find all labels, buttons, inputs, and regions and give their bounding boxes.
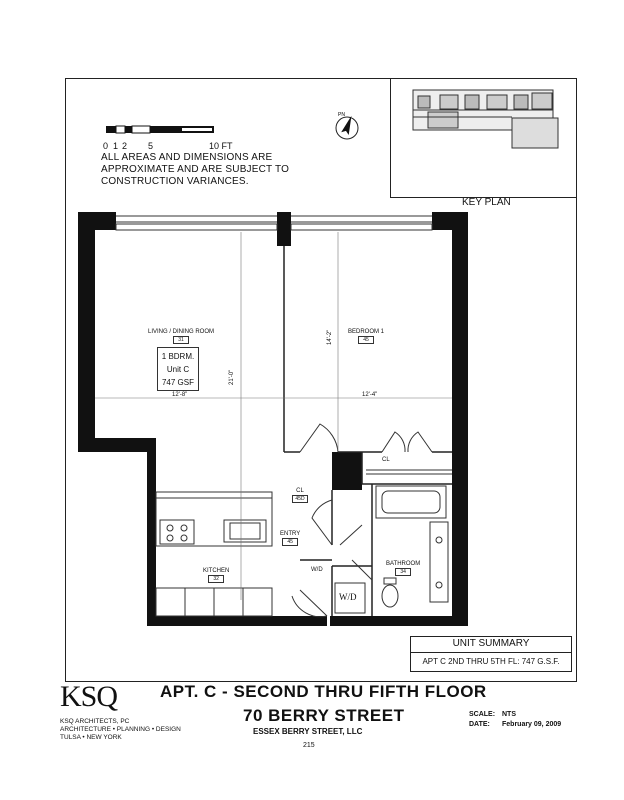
firm-line-2: ARCHITECTURE • PLANNING • DESIGN (60, 726, 181, 733)
drawing-sheet-border (65, 78, 577, 682)
graphic-scale-bar (106, 125, 214, 134)
room-name: CL (296, 488, 304, 494)
room-label-bathroom: BATHROOM 34 (386, 561, 420, 576)
unit-tag-line-1: 1 BDRM. (161, 352, 195, 361)
room-name: KITCHEN (203, 568, 230, 574)
room-number: 31 (173, 336, 189, 344)
room-name: LIVING / DINING ROOM (148, 329, 215, 335)
room-label-bedroom: BEDROOM 1 45 (348, 329, 384, 344)
washer-dryer-icon (334, 582, 366, 614)
room-name: ENTRY (280, 531, 301, 537)
room-number: 34 (395, 568, 412, 576)
room-label-living: LIVING / DINING ROOM 31 (148, 329, 214, 344)
scale-key: SCALE: (469, 711, 496, 718)
kitchen-counters (155, 491, 273, 617)
date-key: DATE: (469, 721, 490, 728)
room-number: 45 (358, 336, 374, 344)
room-number: 45 (282, 538, 299, 546)
room-label-kitchen: KITCHEN 32 (203, 568, 229, 583)
disclaimer-line-2: APPROXIMATE AND ARE SUBJECT TO (101, 164, 290, 175)
dimension-lines (95, 232, 452, 600)
bathroom-fixtures (375, 485, 449, 608)
unit-tag-line-2: Unit C (166, 365, 190, 374)
firm-info: KSQ ARCHITECTS, PC ARCHITECTURE • PLANNI… (60, 718, 181, 742)
firm-line-1: KSQ ARCHITECTS, PC (60, 718, 130, 725)
closet-rod (366, 469, 452, 475)
drawing-title: APT. C - SECOND THRU FIFTH FLOOR (160, 682, 487, 701)
drawing-address: 70 BERRY STREET (243, 706, 405, 725)
title-meta: SCALE: NTS DATE: February 09, 2009 (469, 710, 561, 730)
page-number: 215 (303, 742, 315, 749)
room-name: BEDROOM 1 (348, 329, 385, 335)
dimension-bedroom-width: 12'-4" (362, 392, 378, 398)
disclaimer-line-1: ALL AREAS AND DIMENSIONS ARE (101, 152, 273, 163)
windows (115, 215, 433, 231)
unit-tag-line-3: 747 GSF (161, 378, 194, 387)
room-label-closet-bed: CL (382, 457, 390, 463)
dimension-bedroom-height: 14'-2" (327, 329, 333, 345)
scale-tick-10: 10 FT (209, 141, 233, 151)
key-plan-label: KEY PLAN (462, 197, 511, 208)
unit-summary-row: APT C 2ND THRU 5TH FL: 747 G.S.F. (422, 657, 560, 666)
disclaimer-line-3: CONSTRUCTION VARIANCES. (101, 176, 249, 187)
room-number: 45D (292, 495, 308, 503)
disclaimer-note: ALL AREAS AND DIMENSIONS ARE APPROXIMATE… (101, 152, 289, 188)
unit-summary-title: UNIT SUMMARY (411, 638, 571, 653)
room-label-wd: W/D (311, 567, 323, 573)
room-name: BATHROOM (386, 561, 421, 567)
exterior-walls (78, 212, 468, 626)
room-name: W/D (311, 567, 323, 573)
scale-value: NTS (502, 711, 516, 718)
svg-text:PN: PN (338, 112, 345, 118)
room-label-entry: ENTRY 45 (280, 531, 300, 546)
scale-tick-2: 2 (122, 141, 128, 151)
unit-tag: 1 BDRM. Unit C 747 GSF (157, 347, 199, 391)
firm-logo: KSQ (60, 680, 118, 713)
north-arrow-icon: PN (335, 112, 359, 140)
scale-tick-1: 1 (113, 141, 119, 151)
washer-dryer-label: W/D (339, 592, 357, 602)
firm-line-3: TULSA • NEW YORK (60, 734, 122, 741)
scale-tick-5: 5 (148, 141, 154, 151)
room-label-closet-entry: CL 45D (292, 488, 308, 503)
unit-summary-box: UNIT SUMMARY APT C 2ND THRU 5TH FL: 747 … (410, 636, 572, 672)
dimension-living-width: 12'-8" (172, 392, 188, 398)
owner-name: ESSEX BERRY STREET, LLC (253, 727, 363, 736)
door-swings (291, 423, 433, 618)
key-plan-box (390, 78, 577, 198)
scale-tick-0: 0 (103, 141, 109, 151)
date-value: February 09, 2009 (502, 721, 562, 728)
room-name: CL (382, 457, 390, 463)
interior-walls (283, 246, 452, 616)
key-plan-drawing (412, 89, 559, 149)
dimension-living-height: 21'-0" (229, 369, 235, 385)
room-number: 32 (208, 575, 225, 583)
